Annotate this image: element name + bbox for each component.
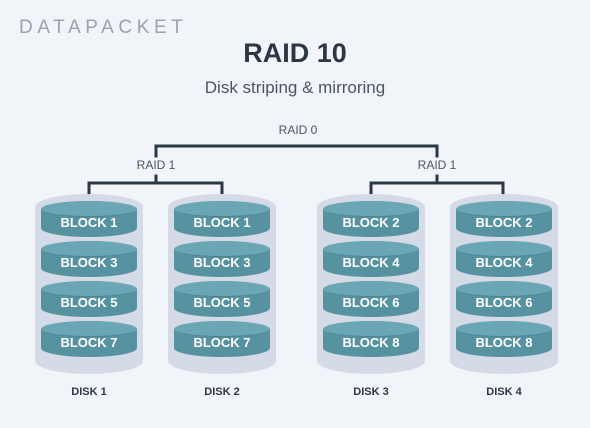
block-label: BLOCK 8 <box>342 334 400 350</box>
raid1-right-label: RAID 1 <box>417 158 457 172</box>
block-label: BLOCK 2 <box>475 214 533 230</box>
block-top <box>456 201 552 217</box>
block-label: BLOCK 2 <box>342 214 400 230</box>
block-label: BLOCK 6 <box>475 294 533 310</box>
block-label: BLOCK 5 <box>60 294 118 310</box>
block-label: BLOCK 4 <box>475 254 533 270</box>
block-top <box>456 241 552 257</box>
block-label: BLOCK 7 <box>193 334 251 350</box>
disk-block: BLOCK 2 <box>456 201 552 237</box>
raid1-left-label: RAID 1 <box>136 158 176 172</box>
disk-block: BLOCK 5 <box>174 281 270 317</box>
block-label: BLOCK 5 <box>193 294 251 310</box>
disk-block: BLOCK 1 <box>174 201 270 237</box>
block-label: BLOCK 8 <box>475 334 533 350</box>
block-top <box>174 241 270 257</box>
block-top <box>323 321 419 337</box>
block-label: BLOCK 3 <box>193 254 251 270</box>
disk-block: BLOCK 1 <box>41 201 137 237</box>
raid0-connector <box>154 144 439 158</box>
block-top <box>323 241 419 257</box>
disk-block: BLOCK 2 <box>323 201 419 237</box>
disk-label: DISK 1 <box>71 386 107 398</box>
disk-block: BLOCK 4 <box>323 241 419 277</box>
block-top <box>323 201 419 217</box>
diagram-title: RAID 10 <box>243 38 347 68</box>
disk-block: BLOCK 7 <box>41 321 137 357</box>
raid0-label: RAID 0 <box>278 123 318 137</box>
disk-label: DISK 4 <box>486 386 522 398</box>
block-top <box>174 321 270 337</box>
diagram-subtitle: Disk striping & mirroring <box>204 78 386 97</box>
block-top <box>41 201 137 217</box>
disk-block: BLOCK 6 <box>323 281 419 317</box>
block-top <box>456 321 552 337</box>
block-label: BLOCK 1 <box>60 214 118 230</box>
block-top <box>41 321 137 337</box>
block-label: BLOCK 3 <box>60 254 118 270</box>
block-label: BLOCK 7 <box>60 334 118 350</box>
disk-block: BLOCK 8 <box>323 321 419 357</box>
disk-label: DISK 3 <box>353 386 389 398</box>
disk-block: BLOCK 7 <box>174 321 270 357</box>
disk-block: BLOCK 5 <box>41 281 137 317</box>
block-label: BLOCK 4 <box>342 254 400 270</box>
disk-block: BLOCK 6 <box>456 281 552 317</box>
disk-block: BLOCK 3 <box>41 241 137 277</box>
block-top <box>174 281 270 297</box>
disk-block: BLOCK 8 <box>456 321 552 357</box>
disk-label: DISK 2 <box>204 386 240 398</box>
block-top <box>41 281 137 297</box>
disk-block: BLOCK 3 <box>174 241 270 277</box>
block-top <box>174 201 270 217</box>
block-top <box>456 281 552 297</box>
disk-block: BLOCK 4 <box>456 241 552 277</box>
block-top <box>41 241 137 257</box>
brand-logo: DATAPACKET <box>19 17 188 38</box>
block-label: BLOCK 1 <box>193 214 251 230</box>
block-top <box>323 281 419 297</box>
block-label: BLOCK 6 <box>342 294 400 310</box>
